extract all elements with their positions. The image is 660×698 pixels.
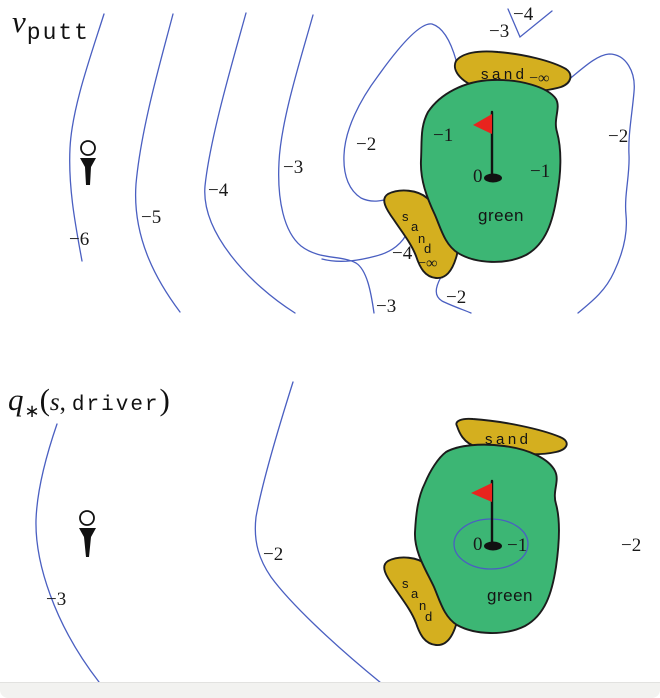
qdriver-panel: −3 −2 −2 0 −1 sand s a n d green [35, 381, 641, 684]
green-label-minus1-left: −1 [433, 125, 453, 146]
comma: , [59, 389, 66, 416]
vputt-var: v [12, 4, 26, 39]
golf-ball [80, 140, 96, 156]
contour-line-minus6 [69, 13, 105, 262]
tee-peg-b [79, 528, 96, 557]
sand-top-label: sand [481, 66, 528, 83]
sand-kidney-inf-label: −∞ [417, 255, 437, 272]
tee-icon [80, 140, 96, 185]
contour-label-v-minus4: −4 [513, 4, 534, 25]
hole-icon-b [484, 541, 502, 551]
sand-kidney-letter-n-b: n [419, 598, 426, 613]
contour-label-minus2-b: −2 [263, 544, 283, 565]
tee-icon-b [79, 510, 96, 557]
contour-line-minus2-near-sand [435, 276, 472, 314]
hole-label-zero-b: 0 [473, 534, 483, 555]
contour-line-minus2-left-loop [343, 23, 457, 202]
state-var: s [49, 389, 60, 416]
sand-kidney-letter-a-b: a [411, 586, 419, 601]
driver-action: driver [71, 394, 160, 417]
golf-ball-b [79, 510, 95, 526]
sand-kidney-letter-s: s [402, 209, 409, 224]
hole-label-zero: 0 [473, 166, 483, 187]
contour-line-minus5 [134, 13, 181, 313]
contour-label-sand-minus3: −3 [376, 296, 396, 317]
flag-icon-b [471, 479, 502, 551]
contour-line-minus2-right [566, 53, 635, 314]
sand-kidney-letter-d-b: d [425, 609, 432, 624]
contour-label-minus2-left: −2 [356, 134, 376, 155]
flag-pennant-b [471, 483, 492, 502]
sand-kidney-letter-a: a [411, 219, 419, 234]
green-region [420, 79, 562, 263]
contour-label-minus5: −5 [141, 207, 161, 228]
close-paren: ) [159, 382, 170, 417]
sand-kidney-letter-s-b: s [402, 576, 409, 591]
green-label-b: green [487, 586, 533, 605]
hole-icon [484, 173, 502, 183]
green-label: green [478, 206, 524, 225]
sand-top-inf-label: −∞ [529, 70, 549, 87]
contour-line-minus4-near-sand [321, 230, 409, 262]
contour-label-minus4: −4 [208, 180, 229, 201]
ellipse-label-minus1-b: −1 [507, 535, 527, 556]
contour-label-minus2-right: −2 [608, 126, 628, 147]
sand-kidney-letter-n: n [418, 231, 425, 246]
contour-label-minus3: −3 [283, 157, 303, 178]
green-label-minus1-right: −1 [530, 161, 550, 182]
contour-label-minus2-right-b: −2 [621, 535, 641, 556]
contour-label-v-minus3: −3 [489, 21, 509, 42]
contour-line-minus4 [204, 12, 296, 314]
panel-title-qdriver: q∗(s,driver) [8, 382, 170, 420]
q-star-sub: ∗ [24, 401, 40, 421]
sand-top-label-b: sand [485, 431, 532, 448]
vputt-panel: −6 −5 −4 −3 −2 −2 −4 −3 −1 −1 0 −4 −3 −2… [69, 4, 635, 317]
vputt-sub: putt [26, 20, 90, 46]
contour-line-v-notch [507, 8, 553, 39]
contour-label-minus6: −6 [69, 229, 89, 250]
open-paren: ( [39, 382, 50, 417]
q-var: q [8, 382, 24, 417]
contour-line-minus3 [278, 14, 375, 314]
sand-kidney-letter-d: d [424, 241, 431, 256]
contour-label-sand-minus4: −4 [392, 243, 413, 264]
contour-label-minus3-b: −3 [46, 589, 66, 610]
flag-pennant [473, 114, 492, 134]
contour-line-minus3-b [35, 423, 100, 683]
green-region-b [414, 443, 560, 634]
flag-icon [473, 110, 502, 183]
tee-peg [80, 158, 96, 185]
contour-label-sand-minus2: −2 [446, 287, 466, 308]
window-bottom-strip [0, 682, 660, 698]
contour-line-minus2-b [254, 381, 382, 684]
